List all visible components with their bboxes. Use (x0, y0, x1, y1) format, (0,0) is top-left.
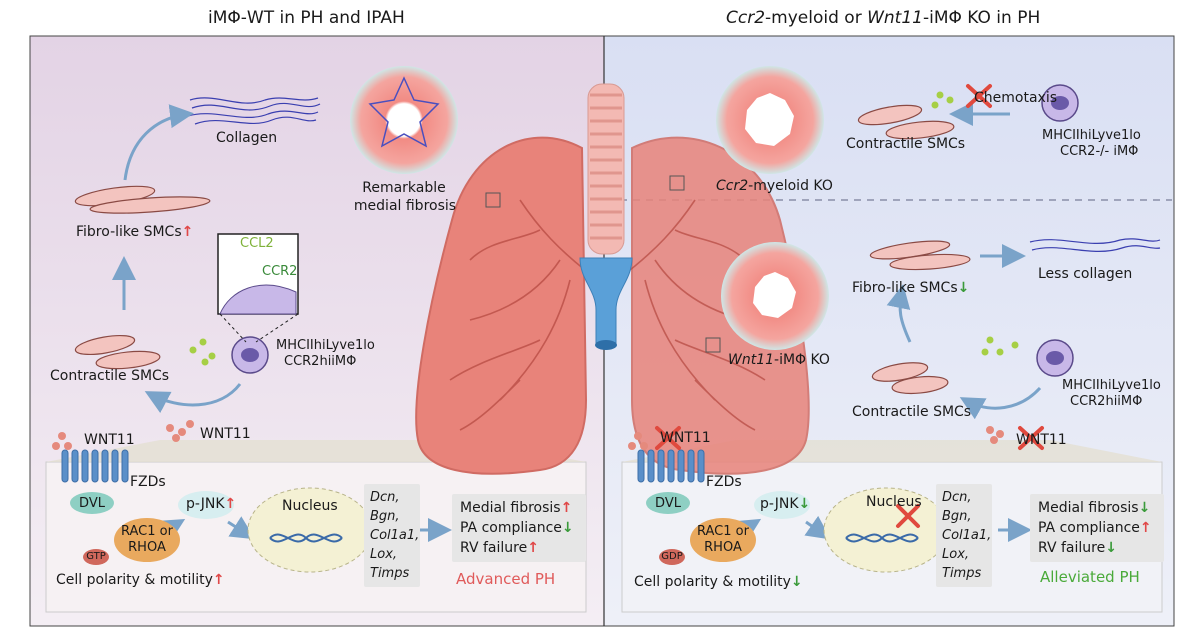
ccr2-ko-label: Ccr2-myeloid KO (716, 178, 833, 194)
macrophage-right-label-1: MHCIIhiLyve1lo (1062, 378, 1161, 393)
fibro-smcs-label: Fibro-like SMCs↑ (76, 224, 194, 240)
gtp-label: GTP (86, 551, 106, 562)
nucleus-right-label: Nucleus (866, 494, 922, 510)
lungs-illustration (415, 83, 810, 475)
rhoa-label: RHOA (128, 540, 166, 555)
pjnk-label: p-JNK↑ (186, 496, 237, 512)
gdp-label: GDP (661, 551, 683, 562)
left-panel-title: iMΦ-WT in PH and IPAH (208, 8, 405, 28)
fzds-label: FZDs (130, 474, 166, 490)
dvl-label: DVL (79, 496, 105, 511)
nucleus-label: Nucleus (282, 498, 338, 514)
ccl2-label: CCL2 (240, 236, 274, 251)
ko-macrophage-label-2: CCR2-/- iMΦ (1060, 144, 1139, 159)
dvl-oval-left (70, 492, 114, 514)
vessel-remarkable-fibrosis (350, 66, 458, 174)
advanced-ph-label: Advanced PH (456, 570, 556, 588)
wnt11-right-label-top: WNT11 (660, 430, 711, 446)
rhoa-right-label: RHOA (704, 540, 742, 555)
contractile-smcs-right-label: Contractile SMCs (852, 404, 972, 420)
collagen-fibers (187, 97, 1161, 252)
target-genes-right-box: Dcn,Bgn,Col1a1,Lox,Timps (936, 484, 992, 587)
macrophage-label-1: MHCIIhiLyve1lo (276, 338, 375, 353)
ccr2-label: CCR2 (262, 264, 298, 279)
macrophage-label-2: CCR2hiiMΦ (284, 354, 357, 369)
vessel-wnt11-ko (721, 242, 829, 350)
rac1-right-label: RAC1 or (697, 524, 749, 539)
rac1-oval-right (690, 518, 756, 562)
fibro-smcs-right-label: Fibro-like SMCs↓ (852, 280, 970, 296)
right-panel-title: Ccr2-myeloid or Wnt11-iMΦ KO in PH (726, 8, 1041, 28)
rac1-oval-left (114, 518, 180, 562)
up-arrow-icon: ↑ (181, 224, 194, 240)
fibrosis-label-2: medial fibrosis (353, 198, 457, 214)
dvl-oval-right (646, 492, 690, 514)
outcomes-box: Medial fibrosis↑ PA compliance↓ RV failu… (452, 494, 586, 562)
polarity-label: Cell polarity & motility↑ (56, 572, 225, 588)
ko-cross-marks (655, 84, 1044, 528)
fibrosis-label-1: Remarkable (362, 180, 446, 196)
chemotaxis-label: Chemotaxis (974, 90, 1058, 106)
contractile-smcs-top-label: Contractile SMCs (846, 136, 966, 152)
polarity-right-label: Cell polarity & motility↓ (634, 574, 803, 590)
ko-macrophage-label-1: MHCIIhiLyve1lo (1042, 128, 1141, 143)
macrophage-right-label-2: CCR2hiiMΦ (1070, 394, 1143, 409)
contractile-smcs-label: Contractile SMCs (50, 368, 170, 384)
collagen-label: Collagen (216, 130, 278, 146)
vessel-ccr2-ko (716, 66, 824, 174)
dvl-right-label: DVL (655, 496, 681, 511)
less-collagen-label: Less collagen (1038, 266, 1133, 282)
outcomes-right-box: Medial fibrosis↓ PA compliance↑ RV failu… (1030, 494, 1164, 562)
wnt11-right-label-mid: WNT11 (1016, 432, 1067, 448)
fzds-right-label: FZDs (706, 474, 742, 490)
up-arrow-icon: ↑ (224, 496, 237, 512)
macrophages (231, 84, 1079, 377)
wnt11-ko-label: Wnt11-iMΦ KO (728, 352, 830, 368)
rac1-label: RAC1 or (121, 524, 173, 539)
wnt11-label-mid: WNT11 (200, 426, 251, 442)
alleviated-ph-label: Alleviated PH (1040, 568, 1140, 586)
pjnk-right-label: p-JNK↓ (760, 496, 811, 512)
target-genes-box: Dcn,Bgn,Col1a1,Lox,Timps (364, 484, 420, 587)
wnt11-label-top: WNT11 (84, 432, 135, 448)
